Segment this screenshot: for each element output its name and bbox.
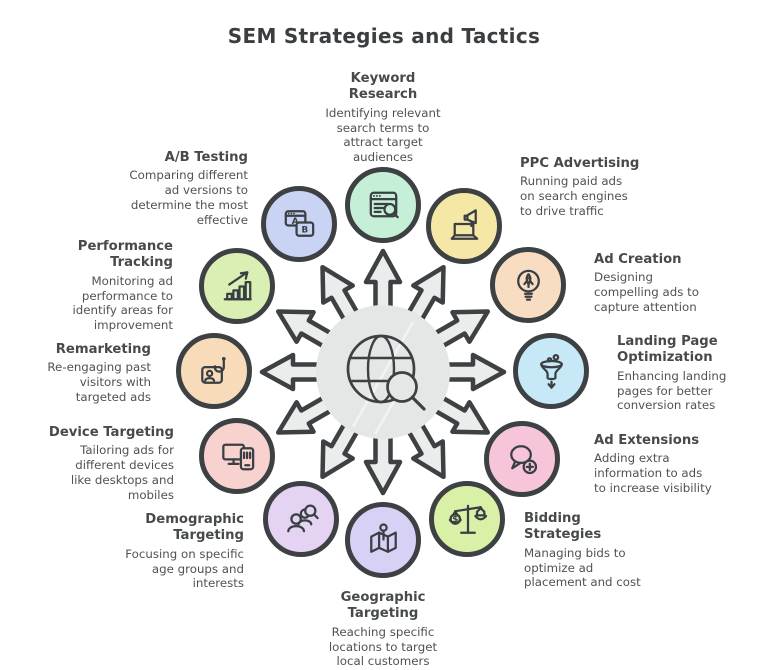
- demographic-targeting-badge: [263, 481, 339, 557]
- performance-tracking-icon: [223, 270, 252, 300]
- node-description: Reaching specific locations to target lo…: [328, 624, 438, 669]
- demographic-targeting-icon: [286, 503, 319, 532]
- ab-testing-icon: A B: [284, 209, 314, 237]
- ad-extensions-badge: [484, 421, 560, 497]
- ab-testing-badge: A B: [261, 186, 337, 262]
- performance-tracking-badge: [199, 248, 275, 324]
- svg-text:B: B: [301, 225, 308, 235]
- geographic-targeting-text: Geographic Targeting Reaching specific l…: [273, 590, 493, 669]
- node-label: A/B Testing: [164, 150, 248, 165]
- landing-page-optimization-badge: [513, 333, 589, 409]
- globe-search-icon: [346, 334, 426, 411]
- ab-testing-text: A/B Testing Comparing different ad versi…: [63, 150, 248, 228]
- node-label: Performance Tracking: [77, 239, 173, 271]
- node-label: Bidding Strategies: [524, 511, 602, 543]
- ppc-advertising-icon: [450, 208, 478, 240]
- node-label: Keyword Research: [348, 71, 418, 103]
- svg-text:$: $: [452, 515, 458, 525]
- device-targeting-badge: [199, 418, 275, 494]
- ad-creation-icon: [516, 269, 540, 301]
- node-label: Ad Creation: [594, 252, 682, 267]
- hub-graphic: [259, 248, 507, 496]
- keyword-research-text: Keyword Research Identifying relevant se…: [273, 71, 493, 165]
- node-description: Managing bids to optimize ad placement a…: [524, 545, 641, 590]
- ad-extensions-text: Ad Extensions Adding extra information t…: [594, 433, 759, 496]
- ppc-advertising-text: PPC Advertising Running paid ads on sear…: [520, 156, 690, 219]
- remarketing-badge: [176, 333, 252, 409]
- landing-page-optimization-text: Landing Page Optimization Enhancing land…: [617, 334, 767, 413]
- node-label: PPC Advertising: [520, 156, 640, 171]
- node-label: Ad Extensions: [594, 433, 700, 448]
- node-description: Tailoring ads for different devices like…: [70, 443, 174, 502]
- node-description: Adding extra information to ads to incre…: [594, 451, 712, 496]
- device-targeting-text: Device Targeting Tailoring ads for diffe…: [4, 425, 174, 503]
- landing-page-optimization-icon: [539, 353, 563, 389]
- node-label: Geographic Targeting: [340, 590, 426, 622]
- node-description: Identifying relevant search terms to att…: [325, 105, 441, 165]
- node-description: Focusing on specific age groups and inte…: [125, 546, 244, 591]
- node-description: Enhancing landing pages for better conve…: [617, 368, 727, 413]
- geographic-targeting-icon: [369, 522, 397, 553]
- node-label: Demographic Targeting: [145, 512, 244, 544]
- node-label: Landing Page Optimization: [617, 334, 718, 366]
- device-targeting-icon: [221, 443, 254, 470]
- bidding-strategies-text: Bidding Strategies Managing bids to opti…: [524, 511, 689, 590]
- remarketing-icon: [200, 356, 226, 384]
- node-description: Monitoring ad performance to identify ar…: [72, 273, 173, 333]
- ad-creation-text: Ad Creation Designing compelling ads to …: [594, 252, 754, 315]
- keyword-research-icon: [369, 191, 399, 218]
- node-label: Device Targeting: [48, 425, 174, 440]
- performance-tracking-text: Performance Tracking Monitoring ad perfo…: [0, 239, 173, 333]
- ppc-advertising-badge: [426, 188, 502, 264]
- bidding-strategies-icon: $: [448, 504, 487, 534]
- node-description: Comparing different ad versions to deter…: [129, 168, 248, 227]
- geographic-targeting-badge: [345, 502, 421, 578]
- keyword-research-badge: [345, 167, 421, 243]
- bidding-strategies-badge: $: [429, 481, 505, 557]
- svg-text:A: A: [291, 216, 298, 226]
- page-title: SEM Strategies and Tactics: [227, 24, 541, 48]
- node-description: Running paid ads on search engines to dr…: [520, 174, 628, 219]
- node-description: Re-engaging past visitors with targeted …: [47, 360, 151, 405]
- ad-extensions-icon: [509, 444, 537, 474]
- remarketing-text: Remarketing Re-engaging past visitors wi…: [0, 342, 151, 405]
- demographic-targeting-text: Demographic Targeting Focusing on specif…: [69, 512, 244, 591]
- node-label: Remarketing: [55, 342, 151, 357]
- node-description: Designing compelling ads to capture atte…: [594, 270, 699, 315]
- ad-creation-badge: [490, 247, 566, 323]
